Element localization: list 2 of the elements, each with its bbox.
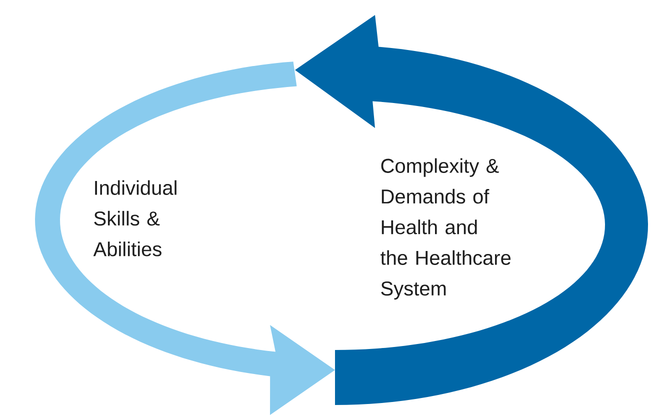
label-text: Individual Skills & Abilities bbox=[93, 180, 176, 256]
label-text: Complexity & Demands of Health and the Healthcare System bbox=[380, 158, 511, 300]
